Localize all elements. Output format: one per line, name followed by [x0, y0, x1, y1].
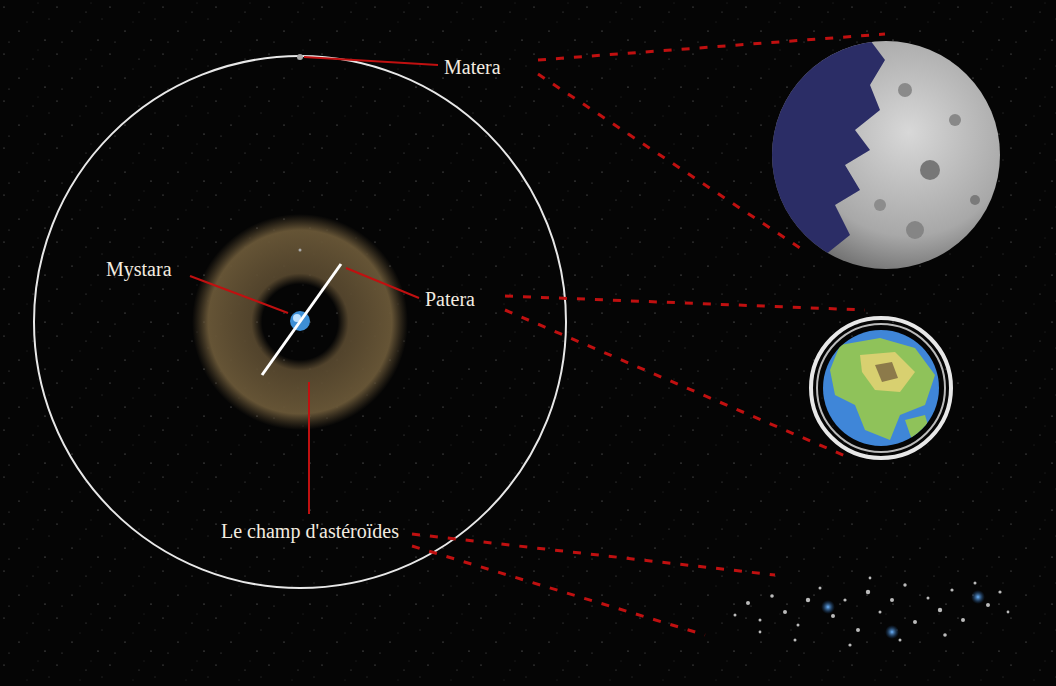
body-label: Patera: [423, 287, 477, 311]
body-label: Mystara: [104, 257, 174, 281]
body-label: Matera: [442, 55, 503, 79]
body-label: Le champ d'astéroïdes: [219, 519, 401, 543]
